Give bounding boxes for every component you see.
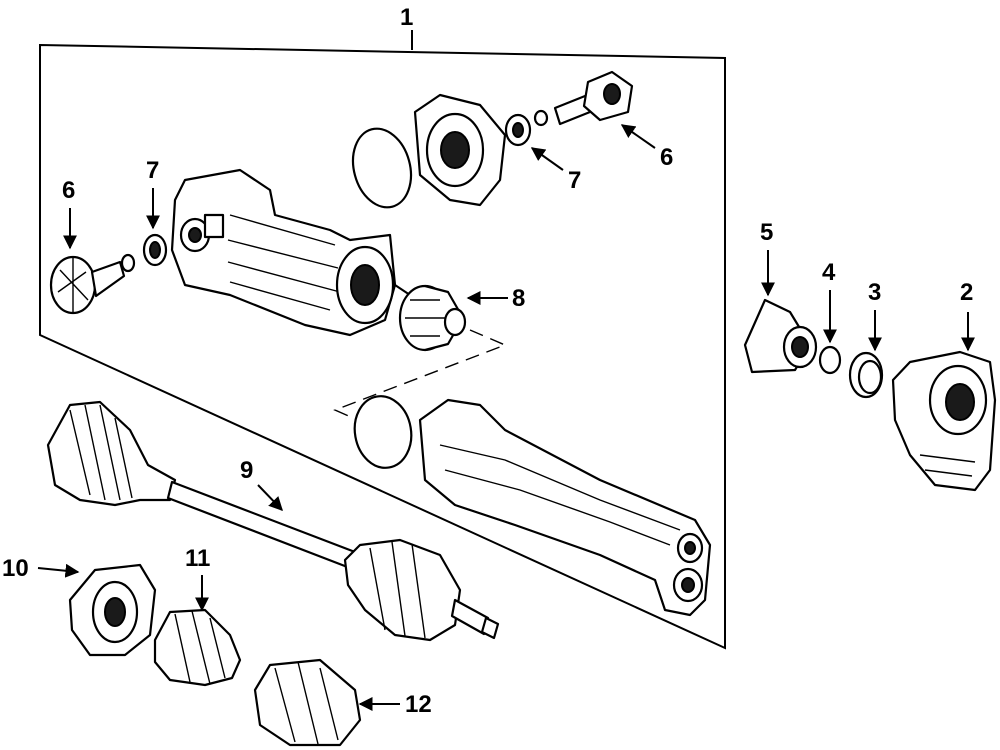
axle-carrier-housing	[418, 398, 712, 617]
callout-label-3: 3	[868, 279, 881, 306]
callout-5: 5	[760, 219, 775, 297]
callout-4: 4	[822, 259, 837, 344]
callout-label-5: 5	[760, 219, 773, 246]
callout-10: 10	[2, 555, 80, 582]
callout-label-7-left: 7	[146, 157, 159, 184]
callout-label-2: 2	[960, 279, 973, 306]
assembly-box	[39, 30, 726, 650]
boot-11	[153, 608, 242, 687]
callout-label-6-left: 6	[62, 177, 75, 204]
o-ring-lower	[353, 395, 413, 469]
callout-12: 12	[358, 691, 432, 718]
extension-housing	[413, 93, 507, 207]
callout-label-7-right: 7	[568, 167, 581, 194]
callout-2: 2	[960, 279, 975, 352]
callout-label-8: 8	[512, 285, 525, 312]
transfer-case-housing	[170, 168, 411, 337]
callout-1: 1	[400, 4, 413, 31]
callout-3: 3	[868, 279, 882, 352]
output-flange-right	[504, 70, 634, 147]
flange-5	[743, 298, 818, 374]
callout-9: 9	[240, 457, 283, 512]
callout-6-right: 6	[620, 124, 673, 171]
callout-label-12: 12	[405, 691, 432, 718]
o-ring-4	[818, 345, 842, 375]
callout-7-left: 7	[146, 157, 160, 230]
callout-label-9: 9	[240, 457, 253, 484]
o-ring-top	[351, 127, 413, 209]
callout-8: 8	[466, 285, 525, 312]
differential-cover-2	[891, 350, 997, 492]
cv-joint-10	[68, 563, 157, 657]
callout-label-4: 4	[822, 259, 836, 286]
bearing-8	[398, 284, 467, 352]
callout-label-1: 1	[400, 4, 413, 31]
output-flange-left	[49, 233, 168, 315]
seal-3	[848, 351, 884, 399]
callout-label-11: 11	[185, 545, 210, 572]
callout-11: 11	[185, 545, 210, 612]
boot-12	[253, 658, 362, 747]
callout-6-left: 6	[62, 177, 77, 250]
callout-7-right: 7	[530, 147, 581, 194]
callout-label-6-right: 6	[660, 144, 673, 171]
half-shaft-9	[46, 400, 500, 642]
callout-label-10: 10	[2, 555, 29, 582]
